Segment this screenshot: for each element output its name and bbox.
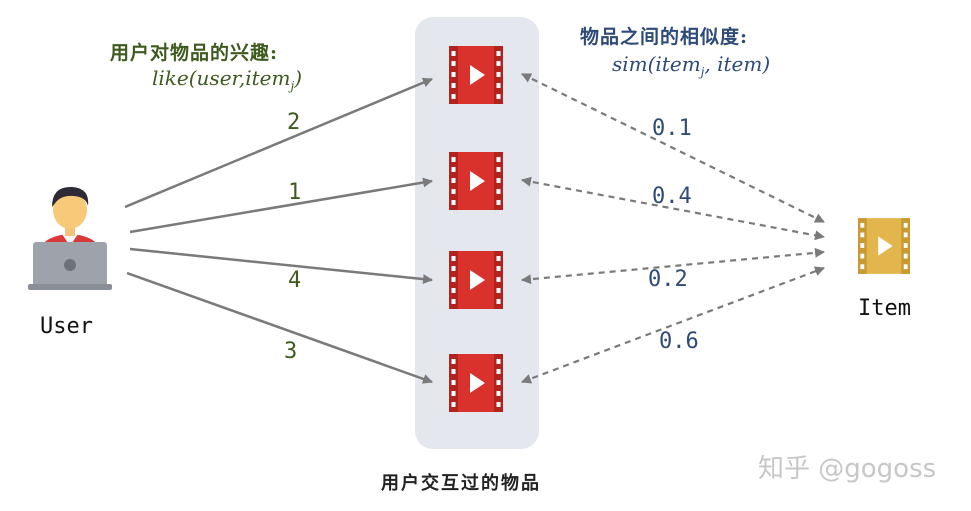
similarity-score-2: 0.4 bbox=[652, 184, 692, 209]
video-play-icon bbox=[449, 46, 503, 104]
user-label: User bbox=[40, 314, 93, 339]
sim-formula: sim(itemj, item) bbox=[612, 52, 770, 79]
sim-formula-suffix: , item) bbox=[704, 52, 771, 76]
video-play-icon bbox=[449, 251, 503, 309]
similarity-score-3: 0.2 bbox=[648, 267, 688, 292]
video-play-icon-gold bbox=[858, 218, 910, 274]
interest-arrow-3 bbox=[129, 247, 433, 285]
video-play-icon bbox=[449, 152, 503, 210]
similarity-score-1: 0.1 bbox=[652, 116, 692, 141]
video-play-icon bbox=[449, 354, 503, 412]
sim-formula-prefix: sim(item bbox=[612, 52, 701, 76]
item-similarity-title: 物品之间的相似度: bbox=[580, 26, 749, 48]
like-formula-prefix: like(user,item bbox=[152, 66, 291, 90]
interest-score-1: 2 bbox=[287, 110, 301, 135]
interest-score-3: 4 bbox=[288, 268, 302, 293]
interest-score-2: 1 bbox=[288, 180, 302, 205]
interest-score-4: 3 bbox=[284, 339, 298, 364]
like-formula-subscript: j bbox=[290, 79, 295, 93]
sim-formula-subscript: j bbox=[700, 65, 705, 79]
user-at-laptop-icon bbox=[28, 186, 112, 290]
like-formula: like(user,itemj) bbox=[152, 66, 302, 93]
interacted-items-label: 用户交互过的物品 bbox=[381, 473, 541, 494]
interest-arrow-1 bbox=[124, 77, 433, 209]
similarity-arrow-4 bbox=[521, 266, 825, 384]
watermark: 知乎 @gogoss bbox=[758, 454, 937, 484]
item-label: Item bbox=[858, 296, 911, 321]
user-interest-title: 用户对物品的兴趣: bbox=[110, 42, 279, 64]
interest-arrow-4 bbox=[126, 271, 433, 384]
like-formula-suffix: ) bbox=[294, 66, 303, 90]
similarity-arrow-2 bbox=[521, 176, 825, 241]
interest-arrow-2 bbox=[129, 177, 433, 234]
similarity-score-4: 0.6 bbox=[659, 329, 699, 354]
